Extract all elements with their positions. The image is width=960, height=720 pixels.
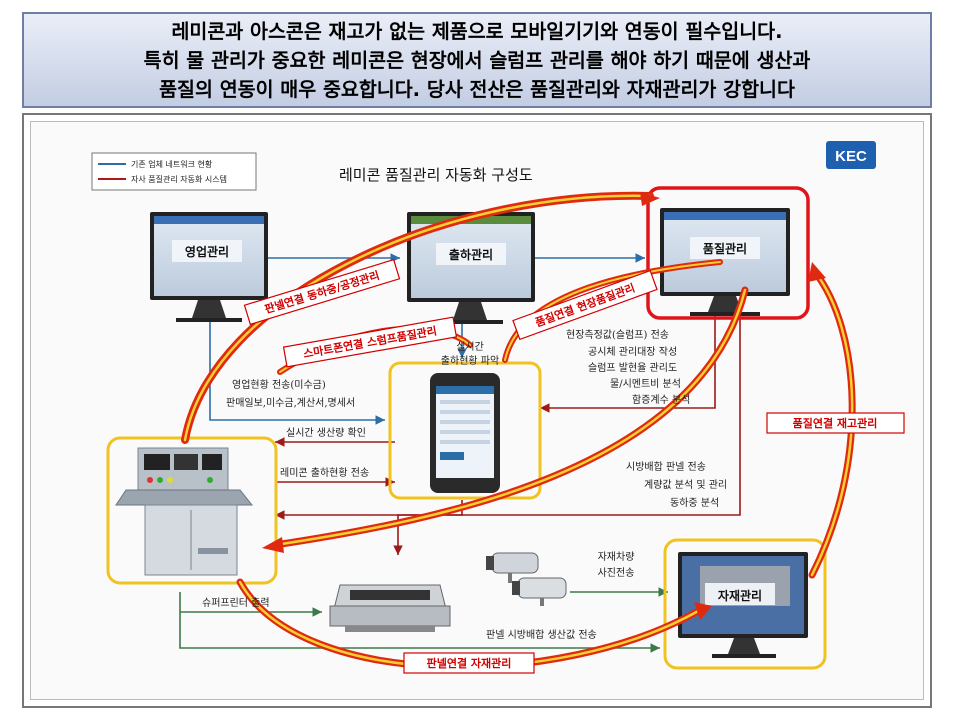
materials-label: 자재관리 (718, 588, 762, 603)
label-sales-daily: 판매일보,미수금,계산서,명세서 (226, 397, 355, 409)
banner-line-1: 레미콘과 아스콘은 재고가 없는 제품으로 모바일기기와 연동이 필수입니다. (171, 19, 783, 43)
callout-quality-stock: 품질연결 재고관리 (766, 412, 905, 434)
callout-smartphone-slump: 스마트폰연결 스럼프품질관리 (282, 316, 458, 368)
sales-monitor[interactable]: 영업관리 (150, 212, 268, 322)
callout-panel-materials: 판넬연결 자재관리 (403, 652, 535, 674)
label-weigh: 계량값 분석 및 관리 (644, 479, 727, 491)
legend-item-2: 자사 품질관리 자동화 시스템 (131, 174, 227, 184)
banner-line-2: 특히 물 관리가 중요한 레미콘은 현장에서 슬럼프 관리를 해야 하기 때문에… (143, 48, 811, 72)
shipping-label: 출하관리 (449, 247, 493, 262)
smartphone[interactable] (430, 373, 500, 493)
label-mix-send: 시방배합 판넬 전송 (626, 461, 706, 473)
smartphone-highlight (388, 361, 542, 500)
annotation-labels: 실시간 출하현황 파악 영업현황 전송(미수금) 판매일보,미수금,계산서,명세… (202, 328, 727, 641)
label-slump-chart: 슬럼프 발현율 관리도 (588, 361, 677, 374)
legend-item-1: 기존 업체 네트워크 현황 (131, 159, 213, 169)
materials-highlight (663, 538, 827, 670)
label-realtime-ship-1: 실시간 (456, 341, 484, 353)
label-specimen: 공시체 관리대장 작성 (588, 346, 677, 358)
banner-line-3: 품질의 연동이 매우 중요합니다. 당사 전산은 품질관리와 자재관리가 강합니… (159, 77, 795, 101)
diagram-title: 레미콘 품질관리 자동화 구성도 (339, 166, 533, 184)
label-sameday: 동하중 분석 (670, 496, 719, 509)
legend: 기존 업체 네트워크 현황 자사 품질관리 자동화 시스템 (91, 152, 257, 191)
materials-monitor[interactable]: 자재관리 (678, 552, 808, 658)
printer[interactable] (329, 584, 451, 632)
label-realtime-ship-2: 출하현황 파악 (441, 354, 499, 367)
quality-monitor[interactable]: 품질관리 (660, 208, 790, 316)
header-banner: 레미콘과 아스콘은 재고가 없는 제품으로 모바일기기와 연동이 필수입니다. … (22, 12, 932, 108)
kec-logo (826, 141, 876, 169)
quality-highlight (646, 186, 810, 320)
label-wc-ratio: 물/시멘트비 분석 (610, 378, 681, 390)
svg-text:품질연결 재고관리: 품질연결 재고관리 (793, 416, 878, 430)
kec-logo-text: KEC (835, 148, 867, 165)
label-realtime-prod: 실시간 생산량 확인 (286, 427, 366, 439)
materials-lines (179, 587, 668, 653)
label-super-printer: 슈퍼프린터 출력 (202, 597, 270, 609)
sales-label: 영업관리 (185, 244, 229, 259)
label-panel-mix-prod: 판넬 시방배합 생산값 전송 (486, 629, 597, 641)
label-sales-status: 영업현황 전송(미수금) (232, 378, 326, 391)
quality-label: 품질관리 (703, 241, 747, 256)
panel-highlight (106, 436, 278, 585)
svg-text:판넬연결 자재관리: 판넬연결 자재관리 (427, 656, 512, 670)
label-remicon-ship: 레미콘 출하현황 전송 (280, 466, 369, 479)
label-site-meas: 현장측정값(슬럼프) 전송 (566, 328, 669, 341)
label-vehicle-photo-1: 자재차량 (598, 551, 635, 563)
label-air-content: 함증계수 분석 (632, 394, 690, 406)
cctv-camera-icon (486, 552, 567, 606)
label-vehicle-photo-2: 사진전송 (598, 567, 635, 579)
control-panel[interactable] (115, 447, 254, 576)
